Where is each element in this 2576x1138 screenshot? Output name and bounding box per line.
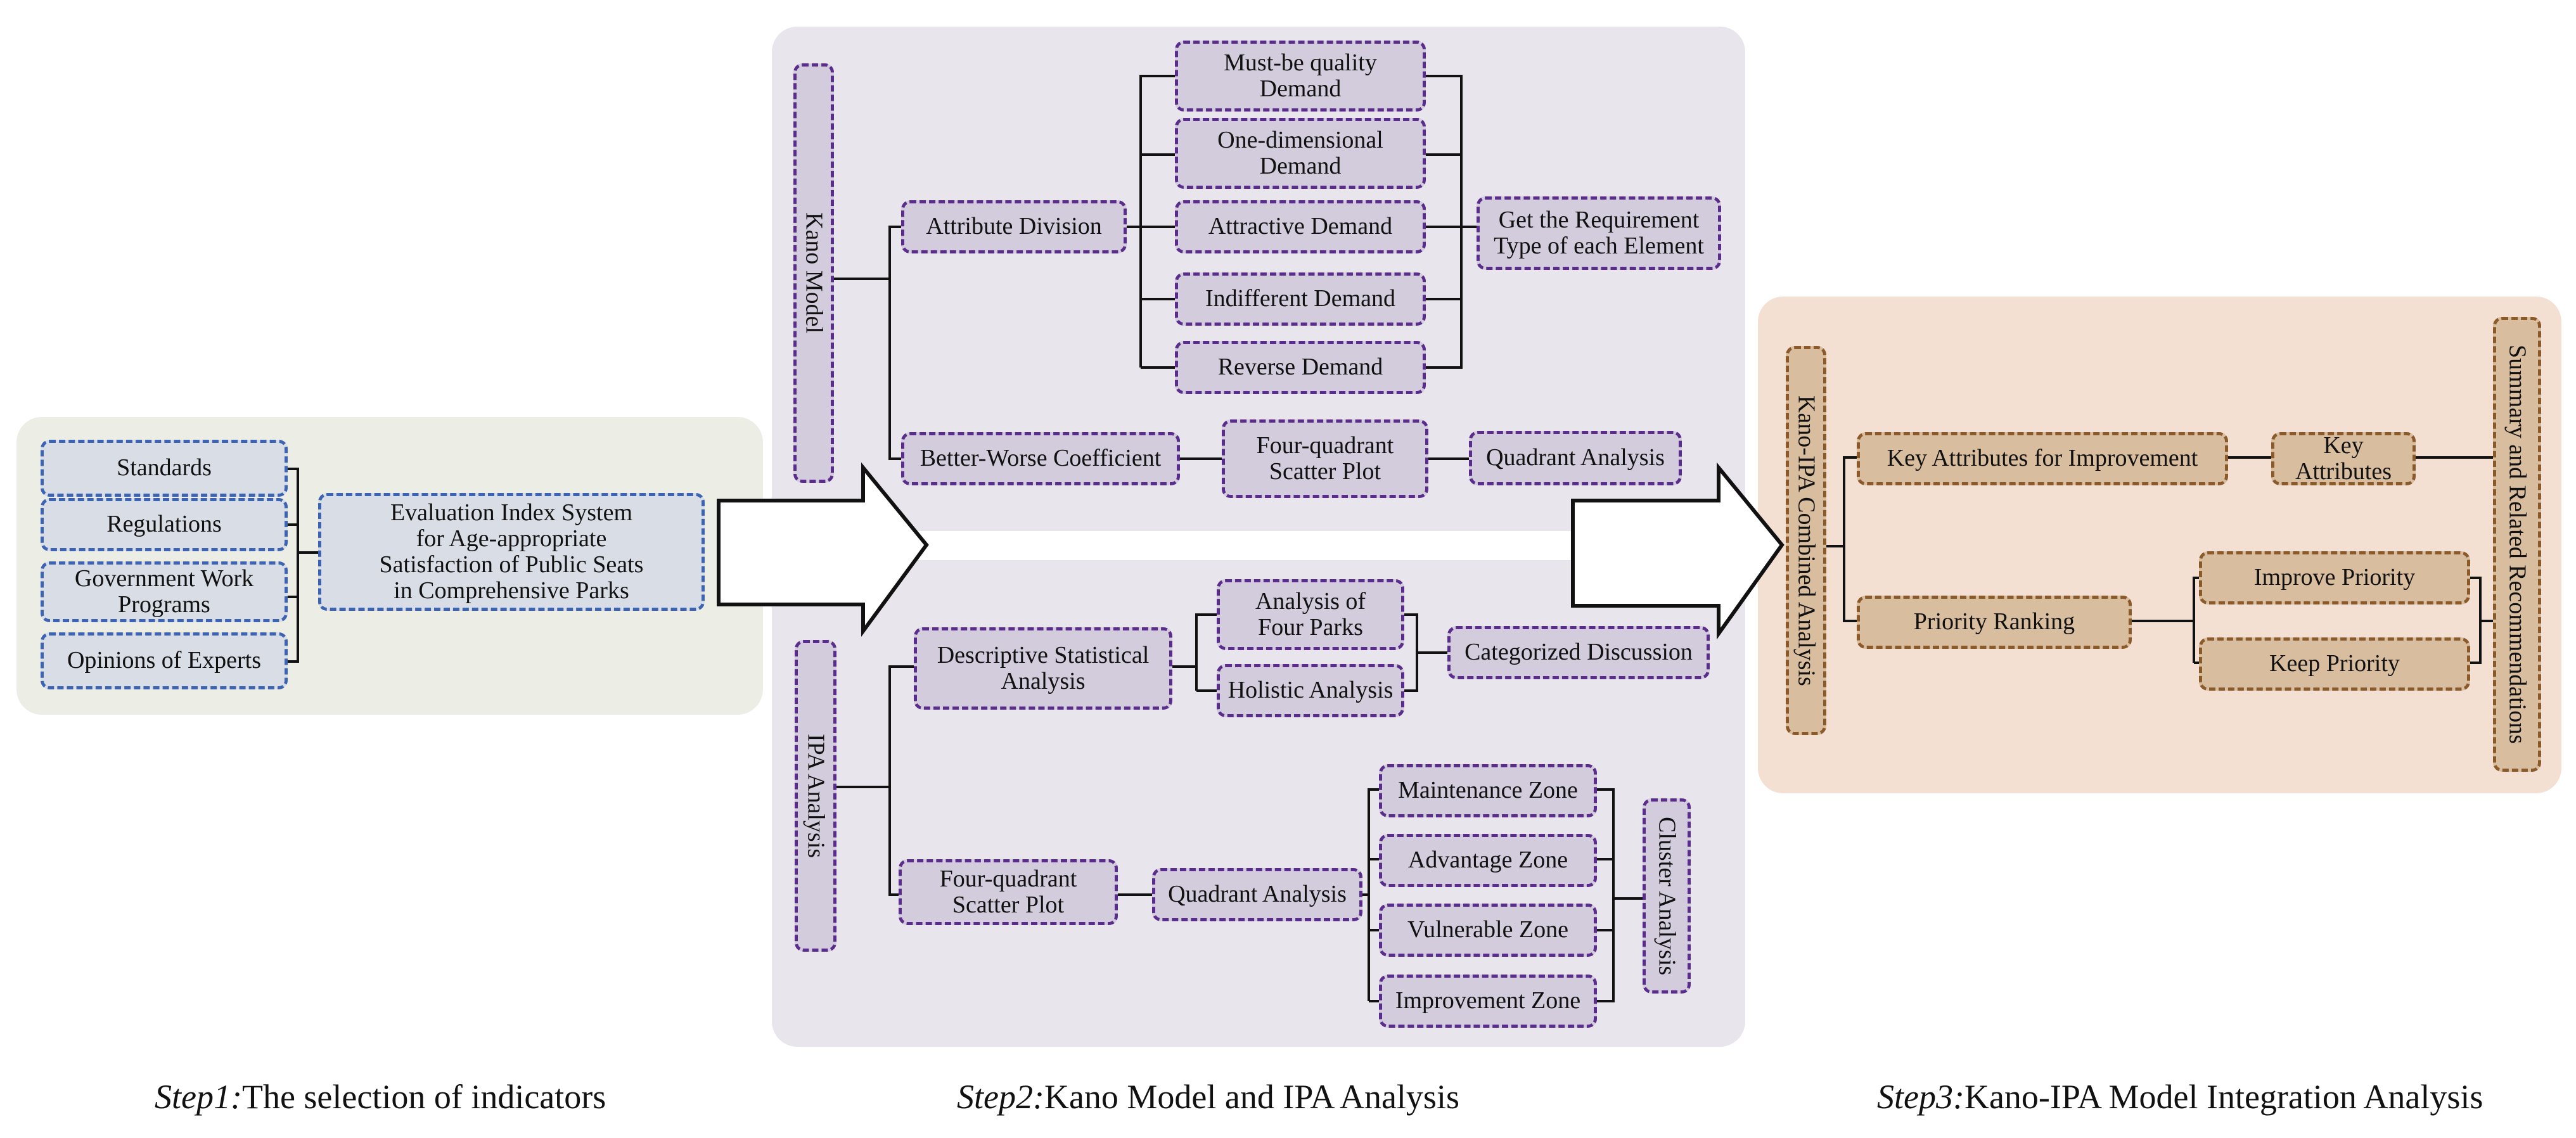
vulnerable-zone: Vulnerable Zone bbox=[1379, 904, 1597, 957]
cluster-analysis: Cluster Analysis bbox=[1643, 798, 1691, 994]
caption-step3-label: Step3: bbox=[1877, 1078, 1964, 1116]
arrow-step2-to-step3 bbox=[1571, 462, 1785, 640]
ipa-four-quadrant-scatter-plot: Four-quadrant Scatter Plot bbox=[899, 859, 1118, 925]
demand-must-be-quality: Must-be quality Demand bbox=[1175, 41, 1426, 112]
categorized-discussion: Categorized Discussion bbox=[1447, 626, 1710, 679]
caption-step1-label: Step1: bbox=[155, 1078, 242, 1116]
descriptive-statistical-analysis: Descriptive Statistical Analysis bbox=[914, 627, 1172, 710]
kano-four-quadrant-scatter-plot: Four-quadrant Scatter Plot bbox=[1222, 419, 1428, 498]
evaluation-index-system: Evaluation Index System for Age-appropri… bbox=[318, 493, 705, 611]
kano-quadrant-analysis: Quadrant Analysis bbox=[1469, 431, 1682, 485]
caption-step2-text: Kano Model and IPA Analysis bbox=[1044, 1078, 1459, 1116]
ipa-analysis: IPA Analysis bbox=[795, 640, 836, 952]
analysis-of-four-parks: Analysis of Four Parks bbox=[1217, 579, 1404, 650]
holistic-analysis: Holistic Analysis bbox=[1217, 664, 1404, 717]
caption-step2-label: Step2: bbox=[957, 1078, 1044, 1116]
caption-step1-text: The selection of indicators bbox=[241, 1078, 606, 1116]
key-attributes-for-improvement: Key Attributes for Improvement bbox=[1857, 432, 2228, 485]
maintenance-zone: Maintenance Zone bbox=[1379, 764, 1597, 817]
keep-priority: Keep Priority bbox=[2199, 637, 2470, 691]
demand-attractive: Attractive Demand bbox=[1175, 200, 1426, 253]
input-opinions-of-experts: Opinions of Experts bbox=[41, 632, 288, 689]
caption-step2: Step2:Kano Model and IPA Analysis bbox=[957, 1077, 1459, 1116]
demand-reverse: Reverse Demand bbox=[1175, 341, 1426, 394]
input-government-work-programs: Government Work Programs bbox=[41, 561, 288, 622]
caption-step1: Step1:The selection of indicators bbox=[155, 1077, 606, 1116]
requirement-type: Get the Requirement Type of each Element bbox=[1477, 196, 1721, 270]
key-attributes: Key Attributes bbox=[2271, 432, 2416, 485]
kano-model: Kano Model bbox=[793, 63, 834, 483]
summary-and-recommendations: Summary and Related Recommendations bbox=[2493, 317, 2541, 772]
kano-ipa-combined-analysis: Kano-IPA Combined Analysis bbox=[1786, 346, 1826, 735]
improvement-zone: Improvement Zone bbox=[1379, 975, 1597, 1028]
priority-ranking: Priority Ranking bbox=[1857, 596, 2132, 649]
attribute-division: Attribute Division bbox=[901, 200, 1127, 253]
advantage-zone: Advantage Zone bbox=[1379, 834, 1597, 887]
arrow-step1-to-step2 bbox=[717, 462, 929, 637]
demand-indifferent: Indifferent Demand bbox=[1175, 272, 1426, 326]
ipa-quadrant-analysis: Quadrant Analysis bbox=[1152, 868, 1362, 921]
input-regulations: Regulations bbox=[41, 498, 288, 551]
input-standards: Standards bbox=[41, 440, 288, 497]
caption-step3-text: Kano-IPA Model Integration Analysis bbox=[1964, 1078, 2483, 1116]
better-worse-coefficient: Better-Worse Coefficient bbox=[901, 432, 1180, 485]
caption-step3: Step3:Kano-IPA Model Integration Analysi… bbox=[1877, 1077, 2483, 1116]
step3-panel bbox=[1758, 297, 2561, 793]
improve-priority: Improve Priority bbox=[2199, 551, 2470, 604]
demand-one-dimensional: One-dimensional Demand bbox=[1175, 118, 1426, 189]
